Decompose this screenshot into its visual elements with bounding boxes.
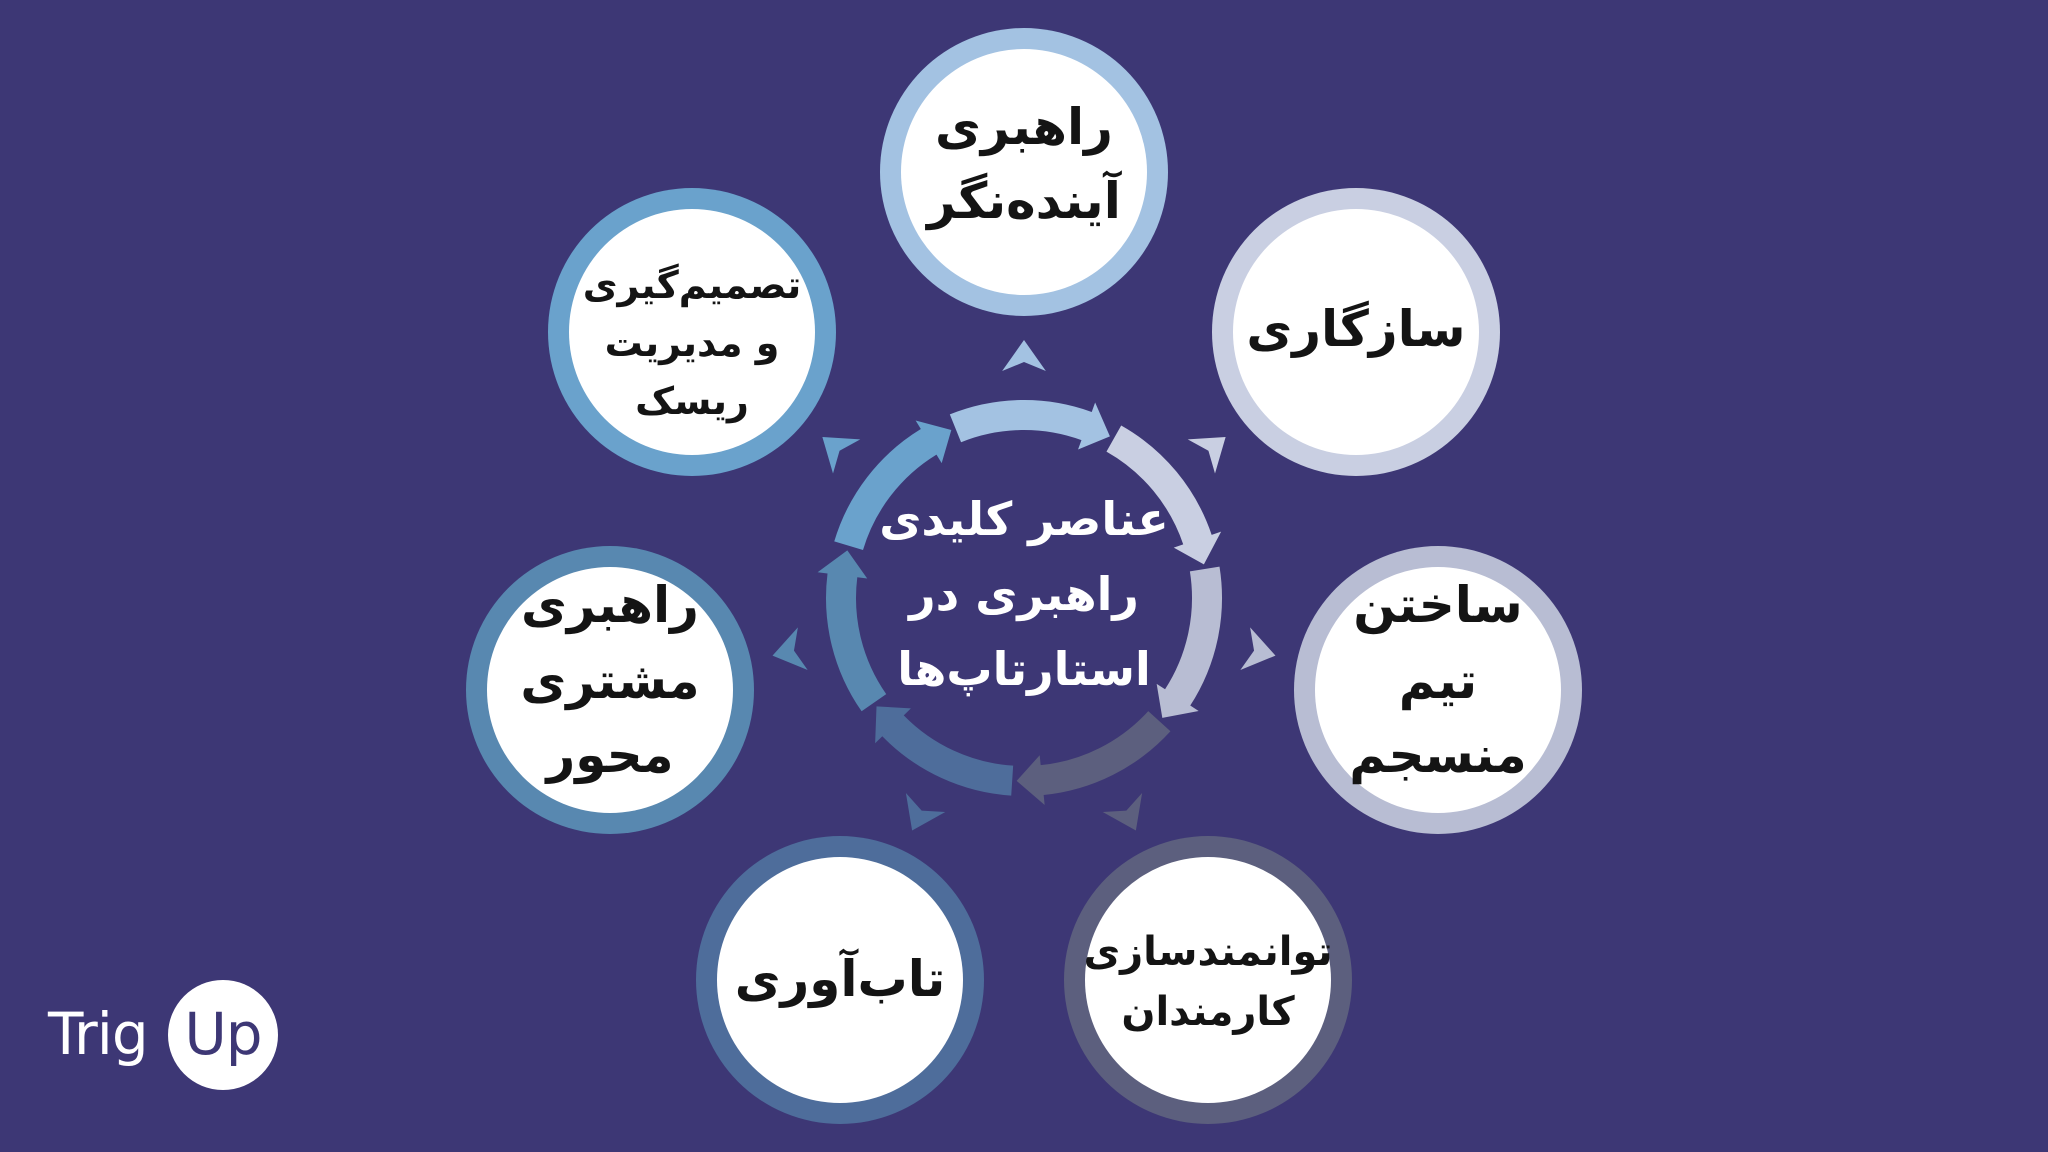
node-label-line: آینده‌نگر xyxy=(924,170,1123,231)
center-title-line: استارتاپ‌ها xyxy=(897,642,1150,696)
node-label-line: محور xyxy=(543,726,673,785)
center-title: عناصر کلیدی راهبری در استارتاپ‌ها xyxy=(879,492,1169,696)
pointer-arrow xyxy=(772,627,808,670)
node-label-line: منسجم xyxy=(1349,726,1527,784)
node-face xyxy=(1085,857,1331,1103)
node-label-line: ریسک xyxy=(635,379,749,423)
node-adaptability: سازگاری xyxy=(1212,188,1500,476)
node-face xyxy=(1233,209,1479,455)
trigup-logo: Trig Up xyxy=(48,980,288,1092)
cycle-arrow-segment xyxy=(1016,711,1171,805)
node-label-line: راهبری xyxy=(935,98,1113,157)
node-face xyxy=(1315,567,1561,813)
cycle-arrow-segment xyxy=(834,420,952,551)
cycle-arrow-segment xyxy=(949,400,1110,450)
pointer-arrow xyxy=(822,437,861,474)
node-label-line: کارمندان xyxy=(1121,989,1295,1035)
logo-text-right: Up xyxy=(184,1000,262,1068)
node-label-line: و مدیریت xyxy=(605,321,780,366)
pointer-arrow xyxy=(1102,793,1143,831)
node-label-line: راهبری xyxy=(521,576,699,635)
pointer-arrows xyxy=(772,340,1276,831)
node-label-line: مشتری xyxy=(520,652,699,711)
node-customer-centric: راهبری مشتری محور xyxy=(466,546,754,834)
node-resilience: تاب‌آوری xyxy=(696,836,984,1124)
node-visionary-leadership: راهبری آینده‌نگر xyxy=(880,28,1168,316)
node-label-line: تاب‌آوری xyxy=(735,948,946,1009)
node-team-building: ساختن تیم منسجم xyxy=(1294,546,1582,834)
node-label-line: سازگاری xyxy=(1246,300,1465,358)
cycle-arrow-segment xyxy=(1156,566,1223,718)
center-title-line: عناصر کلیدی xyxy=(879,492,1169,546)
node-face xyxy=(717,857,963,1103)
pointer-arrow xyxy=(1187,437,1226,474)
pointer-arrow xyxy=(905,793,946,831)
node-face xyxy=(487,567,733,813)
node-employee-empowerment: توانمندسازی کارمندان xyxy=(1064,836,1352,1124)
node-face xyxy=(569,209,815,455)
pointer-arrow xyxy=(1002,340,1046,372)
logo-circle: Up xyxy=(168,980,278,1090)
center-cycle-ring xyxy=(817,400,1223,805)
cycle-arrow-segment xyxy=(875,706,1014,796)
node-label-line: تصمیم‌گیری xyxy=(583,263,802,308)
node-label-line: تیم xyxy=(1399,652,1477,710)
node-label-line: ساختن xyxy=(1353,576,1522,635)
logo-text-left: Trig xyxy=(48,1000,149,1068)
pointer-arrow xyxy=(1240,627,1276,670)
center-title-line: راهبری در xyxy=(907,567,1139,621)
cycle-arrow-segment xyxy=(817,550,887,712)
node-label-line: توانمندسازی xyxy=(1083,929,1332,975)
node-decision-risk: تصمیم‌گیری و مدیریت ریسک xyxy=(548,188,836,476)
cycle-arrow-segment xyxy=(1106,425,1222,565)
node-face xyxy=(901,49,1147,295)
